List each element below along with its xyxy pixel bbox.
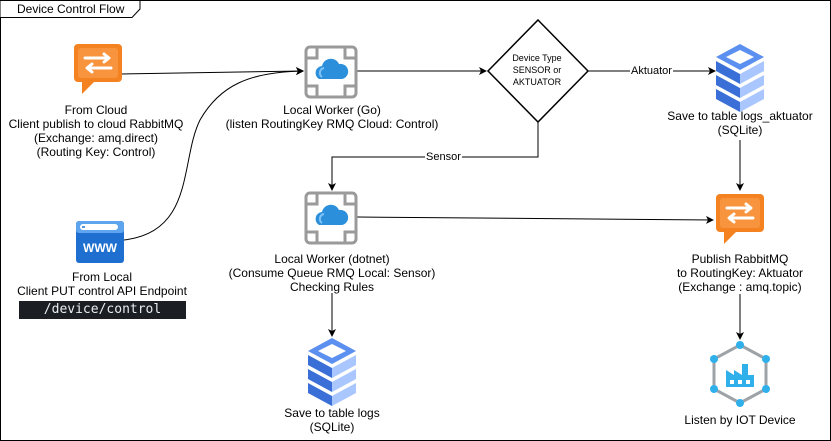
label-line: Local Worker (Go) — [283, 103, 381, 117]
from-local-label: From Local Client PUT control API Endpoi… — [17, 270, 187, 298]
label-line: (SQLite) — [309, 420, 355, 434]
worker-dotnet-label: Local Worker (dotnet) (Consume Queue RMQ… — [229, 252, 436, 294]
browser-www-text: WWW — [83, 241, 118, 255]
label-line: Local Worker (dotnet) — [274, 252, 390, 266]
save-aktuator-label: Save to table logs_aktuator (SQLite) — [667, 109, 812, 137]
label-line: (Consume Queue RMQ Local: Sensor) — [228, 266, 436, 280]
from-cloud-label: From Cloud Client publish to cloud Rabbi… — [9, 103, 184, 159]
label-line: (Exchange: amq.direct) — [33, 131, 159, 145]
label-line: Client publish to cloud RabbitMQ — [8, 117, 184, 131]
title-tab — [0, 0, 141, 18]
worker-go-label: Local Worker (Go) (listen RoutingKey RMQ… — [226, 103, 439, 131]
cloud-worker-icon — [304, 45, 358, 99]
diagram-title: Device Control Flow — [17, 2, 125, 16]
web-browser-icon: WWW — [76, 221, 124, 263]
database-icon — [308, 338, 356, 406]
label-line: (listen RoutingKey RMQ Cloud: Control) — [225, 117, 439, 131]
edge-local-to-worker-go — [123, 67, 304, 241]
label-line: Listen by IOT Device — [684, 413, 796, 427]
edge-label-aktuator: Aktuator — [630, 65, 673, 78]
label-line: (SQLite) — [717, 123, 763, 137]
edge-label-sensor: Sensor — [425, 151, 462, 164]
message-queue-icon — [74, 44, 122, 94]
label-line: Client PUT control API Endpoint — [17, 284, 187, 298]
decision-text: Device Type SENSOR or AKTUATOR — [503, 52, 571, 88]
publish-rmq-label: Publish RabbitMQ to RoutingKey: Aktuator… — [677, 252, 803, 294]
label-line: From Cloud — [64, 103, 128, 117]
decision-line: AKTUATOR — [512, 77, 562, 87]
api-endpoint-code: /device/control — [19, 301, 186, 319]
database-icon — [716, 44, 764, 112]
label-line: to RoutingKey: Aktuator — [676, 266, 804, 280]
edge-worker-dotnet-to-publish — [356, 215, 714, 224]
label-line: From Local — [71, 270, 133, 284]
iot-factory-icon — [710, 341, 770, 407]
label-line: Publish RabbitMQ — [691, 252, 789, 266]
save-logs-label: Save to table logs (SQLite) — [284, 406, 379, 434]
edge-cloud-to-worker-go — [121, 67, 304, 76]
decision-diamond — [486, 18, 590, 124]
decision-line: SENSOR or — [512, 65, 562, 75]
iot-device-label: Listen by IOT Device — [684, 413, 795, 427]
decision-line: Device Type — [512, 53, 562, 63]
label-line: Checking Rules — [289, 280, 375, 294]
cloud-worker-icon — [304, 191, 358, 245]
label-line: Save to table logs — [284, 406, 380, 420]
label-line: Save to table logs_aktuator — [667, 109, 813, 123]
label-line: (Exchange : amq.topic) — [678, 280, 802, 294]
message-queue-icon — [716, 194, 764, 244]
label-line: (Routing Key: Control) — [36, 145, 156, 159]
